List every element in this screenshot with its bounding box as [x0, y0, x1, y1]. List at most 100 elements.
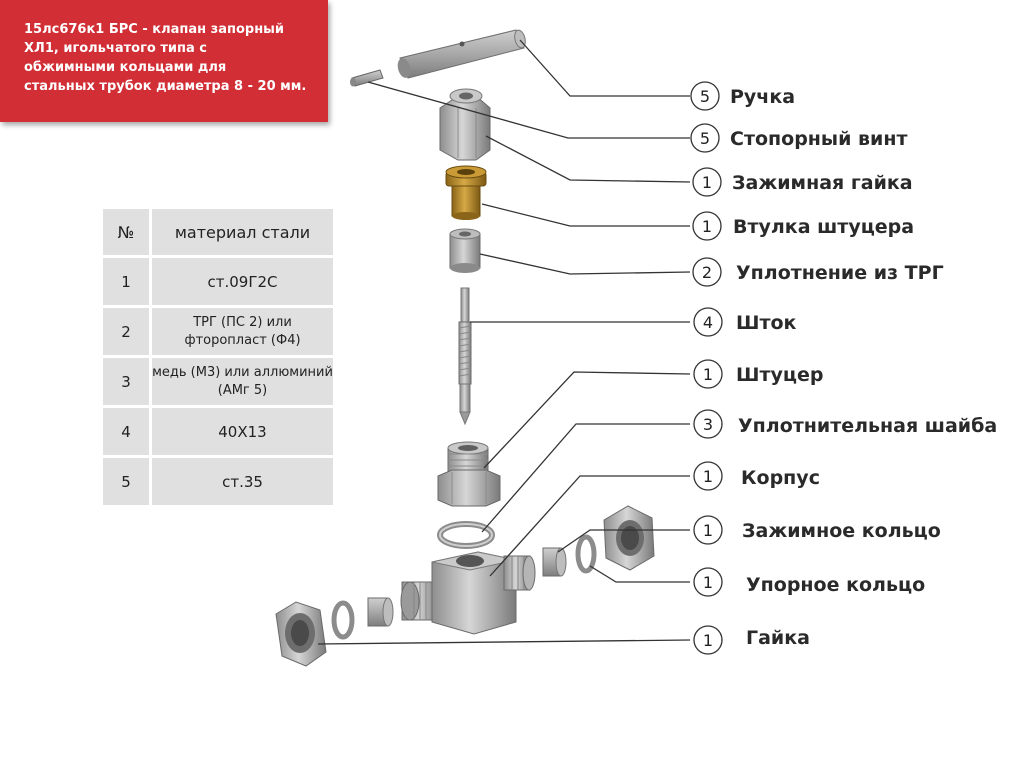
qty-badge: [690, 81, 720, 111]
leader-lines: [317, 39, 691, 645]
row-number: 4: [103, 408, 149, 455]
trg-seal-part: [449, 228, 481, 273]
callout-label: Упорное кольцо: [746, 574, 925, 596]
fitting-bushing-part: [445, 165, 487, 220]
qty-badge: [692, 167, 722, 197]
callout-label: Корпус: [741, 467, 820, 489]
qty-value: 5: [700, 87, 710, 106]
qty-value: 1: [702, 173, 712, 192]
set-screw-part: [350, 69, 384, 87]
left-nut-part: [275, 601, 327, 667]
callout-label: Втулка штуцера: [733, 216, 914, 238]
row-material: ст.09Г2С: [152, 258, 333, 305]
row-number: 1: [103, 258, 149, 305]
right-thrust-ring-part: [575, 534, 597, 574]
header-number: №: [103, 209, 149, 255]
leader-line-handle: [519, 39, 690, 97]
title-banner: 15лс676к1 БРС - клапан запорный ХЛ1, иго…: [0, 0, 328, 122]
callout-bushing: 1 Втулка штуцера: [692, 211, 914, 241]
qty-badge: [693, 625, 723, 655]
qty-value: 1: [703, 521, 713, 540]
qty-value: 1: [703, 573, 713, 592]
qty-value: 1: [703, 365, 713, 384]
materials-table: № материал стали 1 ст.09Г2С 2 ТРГ (ПС 2)…: [100, 206, 336, 508]
leader-line-seal: [479, 253, 691, 275]
qty-badge: [693, 515, 723, 545]
qty-value: 1: [703, 631, 713, 650]
title-line: стальных трубок диаметра 8 - 20 мм.: [24, 79, 307, 94]
callout-label: Зажимное кольцо: [742, 520, 941, 542]
leader-line-body: [489, 475, 690, 577]
callout-washer: 3 Уплотнительная шайба: [693, 409, 997, 439]
callout-body: 1 Корпус: [693, 461, 820, 491]
callout-label: Гайка: [746, 627, 810, 649]
row-number: 3: [103, 358, 149, 405]
leader-line-clamping-ring: [557, 529, 690, 553]
qty-badge: [693, 307, 723, 337]
table-row: 4 40Х13: [103, 408, 333, 455]
qty-value: 4: [703, 313, 713, 332]
row-material: медь (М3) или аллюминий (АМг 5): [152, 358, 333, 405]
leader-line-washer: [481, 423, 690, 533]
right-nut-part: [603, 505, 655, 571]
sealing-washer-part: [437, 521, 495, 549]
fitting-part: [437, 441, 501, 507]
qty-value: 3: [703, 415, 713, 434]
valve-body-part: [400, 551, 536, 635]
left-thrust-ring-part: [331, 600, 355, 640]
leader-line-bushing: [481, 203, 690, 227]
callout-set-screw: 5 Стопорный винт: [690, 123, 908, 153]
callout-label: Шток: [736, 312, 797, 334]
qty-badge: [693, 461, 723, 491]
qty-value: 2: [702, 263, 712, 282]
table-row: 3 медь (М3) или аллюминий (АМг 5): [103, 358, 333, 405]
leader-line-set-screw: [367, 81, 690, 139]
row-number: 2: [103, 308, 149, 355]
callout-fitting: 1 Штуцер: [693, 359, 823, 389]
table-row: 2 ТРГ (ПС 2) или фторопласт (Ф4): [103, 308, 333, 355]
qty-badge: [692, 257, 722, 287]
callout-seal: 2 Уплотнение из ТРГ: [692, 257, 944, 287]
leader-line-clamping-nut: [485, 135, 691, 183]
qty-value: 5: [700, 129, 710, 148]
qty-badge: [690, 123, 720, 153]
callout-handle: 5 Ручка: [690, 81, 795, 111]
title-line: 15лс676к1 БРС - клапан запорный: [24, 22, 285, 37]
qty-badge: [693, 409, 723, 439]
callout-label: Штуцер: [736, 364, 823, 386]
callout-label: Уплотнительная шайба: [738, 415, 997, 437]
callout-nut: 1 Гайка: [693, 625, 810, 655]
qty-badge: [692, 211, 722, 241]
row-number: 5: [103, 458, 149, 505]
handle-part: [397, 29, 526, 79]
callout-stem: 4 Шток: [693, 307, 797, 337]
leader-line-nut: [317, 639, 691, 645]
table-header-row: № материал стали: [103, 209, 333, 255]
leader-line-fitting: [483, 371, 691, 469]
callout-thrust-ring: 1 Упорное кольцо: [693, 567, 925, 597]
right-clamping-ring-part: [542, 547, 567, 577]
callout-label: Зажимная гайка: [732, 172, 913, 194]
clamping-nut-part: [439, 88, 491, 161]
leader-line-thrust-ring: [589, 565, 690, 583]
row-material: ст.35: [152, 458, 333, 505]
title-line: ХЛ1, игольчатого типа с: [24, 41, 207, 56]
table-row: 1 ст.09Г2С: [103, 258, 333, 305]
stem-part: [458, 287, 472, 426]
qty-value: 1: [703, 467, 713, 486]
callout-clamping-nut: 1 Зажимная гайка: [692, 167, 913, 197]
qty-value: 1: [702, 217, 712, 236]
qty-badge: [693, 359, 723, 389]
row-material: 40Х13: [152, 408, 333, 455]
left-clamping-ring-part: [367, 597, 394, 627]
header-material: материал стали: [152, 209, 333, 255]
callout-label: Стопорный винт: [730, 128, 908, 150]
table-row: 5 ст.35: [103, 458, 333, 505]
title-text: 15лс676к1 БРС - клапан запорный ХЛ1, иго…: [24, 20, 320, 96]
callout-clamping-ring: 1 Зажимное кольцо: [693, 515, 941, 545]
row-material: ТРГ (ПС 2) или фторопласт (Ф4): [152, 308, 333, 355]
callout-label: Уплотнение из ТРГ: [736, 262, 944, 284]
callout-label: Ручка: [730, 86, 795, 108]
